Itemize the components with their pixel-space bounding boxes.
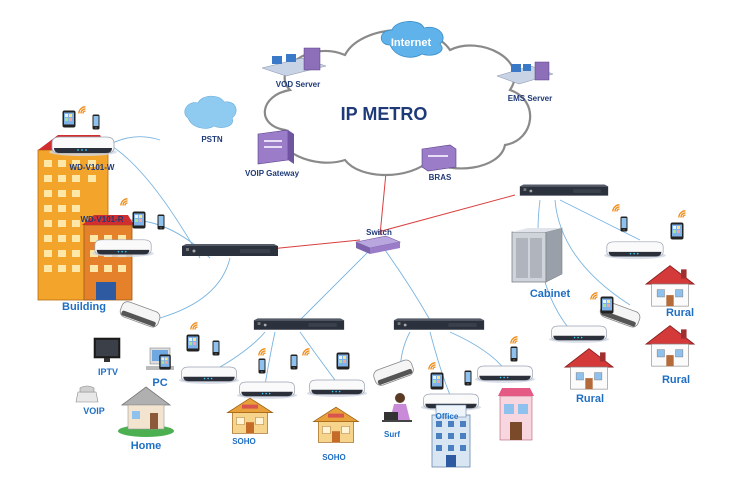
bras-device — [421, 144, 457, 172]
olt-right-top — [519, 184, 609, 196]
cabinet-icon — [511, 227, 563, 283]
building — [37, 135, 134, 301]
label-wd-v101-r: WD-V101-R — [80, 215, 123, 224]
house-rural-1 — [645, 265, 695, 307]
shop-building — [498, 388, 534, 441]
label-wd-v101-w: WD-V101-W — [70, 163, 115, 172]
label-soho-2: SOHO — [322, 453, 346, 462]
switch-device — [354, 235, 402, 254]
label-voip: VOIP — [83, 406, 105, 416]
label-vod-server: VOD Server — [276, 80, 320, 89]
olt-center-left — [253, 318, 345, 330]
internet-cloud — [380, 21, 444, 58]
house-soho-2 — [313, 406, 359, 443]
office-building — [431, 404, 471, 468]
label-surf: Surf — [384, 430, 400, 439]
label-ip-metro: IP METRO — [341, 104, 428, 124]
router-tilted-surf — [373, 359, 414, 386]
label-office: Office — [436, 412, 459, 421]
house-rural-3 — [645, 325, 695, 367]
olt-left — [182, 244, 278, 256]
tv-icon — [93, 337, 121, 362]
label-cabinet: Cabinet — [530, 288, 571, 300]
label-ems-server: EMS Server — [508, 94, 552, 103]
label-bras: BRAS — [429, 173, 452, 182]
label-building: Building — [62, 301, 106, 313]
label-home: Home — [131, 440, 162, 452]
label-rural-2: Rural — [576, 393, 604, 405]
voip-gateway — [257, 129, 294, 165]
router-surf — [474, 365, 536, 384]
label-voip-gateway: VOIP Gateway — [245, 169, 300, 178]
label-iptv: IPTV — [98, 367, 118, 377]
router-wd-v101-r — [91, 239, 155, 258]
label-pc: PC — [152, 377, 167, 389]
label-internet: Internet — [391, 37, 432, 49]
router-wd-v101-w — [48, 136, 118, 157]
house-soho-1 — [227, 397, 273, 434]
label-rural-1: Rural — [666, 307, 694, 319]
labels: Internet IP METRO VOD Server EMS Server … — [62, 37, 694, 462]
label-switch: Switch — [366, 228, 392, 237]
router-soho-1 — [236, 381, 298, 400]
label-soho-1: SOHO — [232, 437, 256, 446]
label-rural-3: Rural — [662, 374, 690, 386]
ems-server — [496, 61, 554, 85]
house-rural-2 — [564, 348, 614, 390]
surf-person — [382, 393, 412, 422]
house-home — [118, 386, 174, 437]
router-tilted-building — [119, 301, 161, 328]
router-home — [178, 366, 240, 385]
label-pstn: PSTN — [201, 135, 223, 144]
router-soho-2 — [306, 379, 368, 398]
router-rural-1 — [603, 241, 667, 260]
vod-server — [261, 47, 327, 77]
pstn-cloud — [184, 95, 237, 129]
router-rural-2 — [548, 325, 610, 344]
olt-center-right — [393, 318, 485, 330]
phone-icon — [75, 385, 99, 403]
